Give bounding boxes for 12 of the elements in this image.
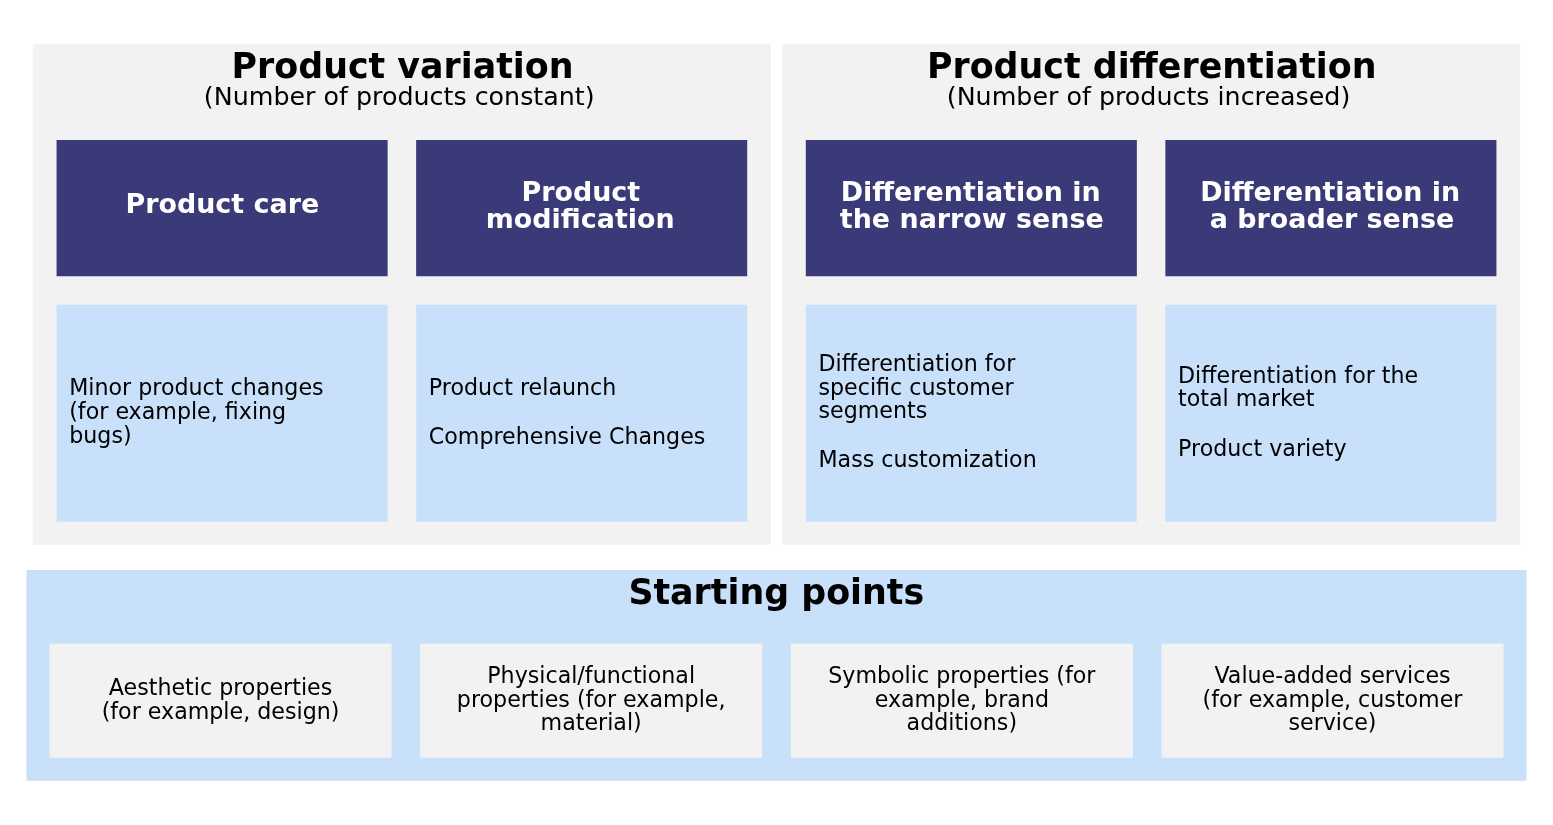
node-box: Differentiation in a broader sense bbox=[1165, 140, 1497, 277]
node-box: Minor product changes (for example, fixing bugs) bbox=[56, 304, 388, 522]
node-box: Product modification bbox=[416, 140, 748, 277]
node-box: Physical/functional properties (for example, material) bbox=[420, 643, 763, 758]
node-box: Differentiation in the narrow sense bbox=[805, 140, 1137, 277]
node-box: Product care bbox=[56, 140, 388, 277]
node-box: Aesthetic properties (for example, design) bbox=[49, 643, 392, 758]
node-box: Differentiation for specific customer segments Mass customization bbox=[805, 304, 1137, 522]
node-box: Product relaunch Comprehensive Changes bbox=[416, 304, 748, 522]
node-box: Differentiation for the total market Product variety bbox=[1165, 304, 1497, 522]
node-box: Symbolic properties (for example, brand additions) bbox=[790, 643, 1133, 758]
node-box: Value-added services (for example, customer service) bbox=[1161, 643, 1504, 758]
